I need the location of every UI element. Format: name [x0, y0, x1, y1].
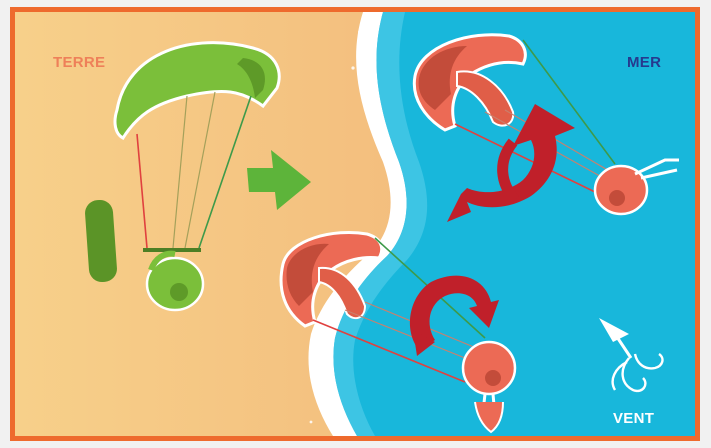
board-icon	[84, 199, 118, 283]
kite-beach-scene	[15, 12, 695, 436]
land-label: TERRE	[53, 54, 105, 71]
wind-label: VENT	[613, 410, 654, 427]
illustration-frame: TERRE MER VENT	[10, 7, 700, 441]
sea-label: MER	[627, 54, 661, 71]
